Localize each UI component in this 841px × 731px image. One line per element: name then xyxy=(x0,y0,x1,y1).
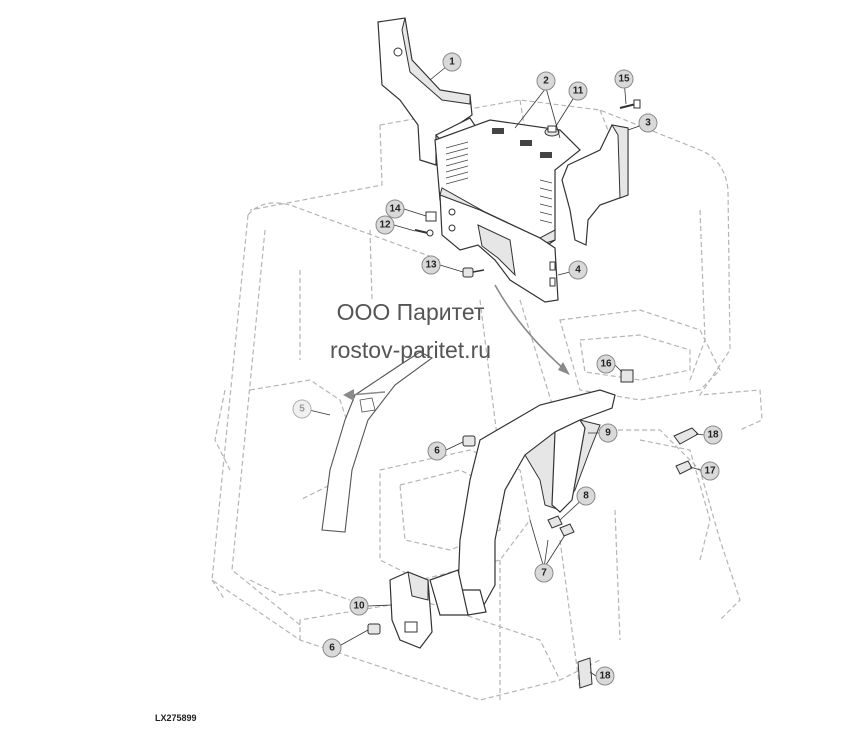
callout-2: 2 xyxy=(536,71,556,91)
callout-15: 15 xyxy=(614,69,634,89)
assembly-arrow-left xyxy=(343,389,386,401)
fastener-13 xyxy=(462,267,485,278)
vent-grille-left xyxy=(445,141,469,185)
pad-18-lower xyxy=(577,657,593,689)
pad-18-upper xyxy=(673,427,699,445)
callout-1: 1 xyxy=(442,52,462,72)
clip-14 xyxy=(425,211,437,222)
fastener-6-upper xyxy=(462,435,476,447)
callout-11: 11 xyxy=(568,81,588,101)
pad-7-8 xyxy=(547,515,575,537)
callout-13: 13 xyxy=(421,255,441,275)
assembly-arrow-center xyxy=(494,284,570,375)
part-left-trim-strip xyxy=(321,351,434,533)
pad-17 xyxy=(675,460,693,475)
part-upper-right-trim xyxy=(561,124,629,246)
drawing-id-label: LX275899 xyxy=(155,713,197,723)
svg-text:6: 6 xyxy=(329,643,335,654)
part-right-fender-trim xyxy=(429,389,616,616)
svg-text:7: 7 xyxy=(541,568,547,579)
callout-7: 7 xyxy=(534,563,554,583)
svg-text:5: 5 xyxy=(299,404,305,415)
vent-grille-right xyxy=(539,179,553,224)
fastener-11 xyxy=(544,125,560,137)
fastener-6-lower xyxy=(367,623,381,635)
callout-6-lower: 6 xyxy=(322,638,342,658)
svg-text:1: 1 xyxy=(449,57,455,68)
callout-18-upper: 18 xyxy=(703,425,723,445)
svg-text:15: 15 xyxy=(618,74,630,85)
part-lower-center-cover xyxy=(439,194,559,303)
callout-4: 4 xyxy=(568,260,588,280)
callout-14: 14 xyxy=(385,199,405,219)
fastener-15 xyxy=(619,99,641,109)
svg-text:2: 2 xyxy=(543,76,549,87)
svg-text:13: 13 xyxy=(425,260,437,271)
svg-text:3: 3 xyxy=(645,118,651,129)
svg-text:18: 18 xyxy=(707,430,719,441)
callout-17: 17 xyxy=(700,461,720,481)
callout-10: 10 xyxy=(349,596,369,616)
callout-12: 12 xyxy=(375,215,395,235)
callout-6-upper: 6 xyxy=(427,441,447,461)
callout-16: 16 xyxy=(596,354,616,374)
callout-3: 3 xyxy=(638,113,658,133)
svg-text:12: 12 xyxy=(379,220,391,231)
watermark-website: rostov-paritet.ru xyxy=(329,337,492,363)
watermark-company: ООО Паритет xyxy=(336,299,485,325)
callout-9: 9 xyxy=(598,423,618,443)
svg-text:18: 18 xyxy=(599,671,611,682)
callout-5: 5 xyxy=(292,399,312,419)
svg-text:9: 9 xyxy=(605,428,611,439)
callout-18-lower: 18 xyxy=(595,666,615,686)
part-lower-bracket xyxy=(389,571,433,649)
svg-text:8: 8 xyxy=(583,491,589,502)
svg-text:11: 11 xyxy=(573,86,584,97)
svg-text:6: 6 xyxy=(434,446,440,457)
fastener-12 xyxy=(414,229,434,237)
callout-8: 8 xyxy=(576,486,596,506)
svg-text:14: 14 xyxy=(389,204,401,215)
svg-text:10: 10 xyxy=(353,601,365,612)
pad-16 xyxy=(620,369,634,383)
svg-text:4: 4 xyxy=(575,265,581,276)
svg-text:16: 16 xyxy=(600,359,612,370)
svg-text:17: 17 xyxy=(704,466,716,477)
